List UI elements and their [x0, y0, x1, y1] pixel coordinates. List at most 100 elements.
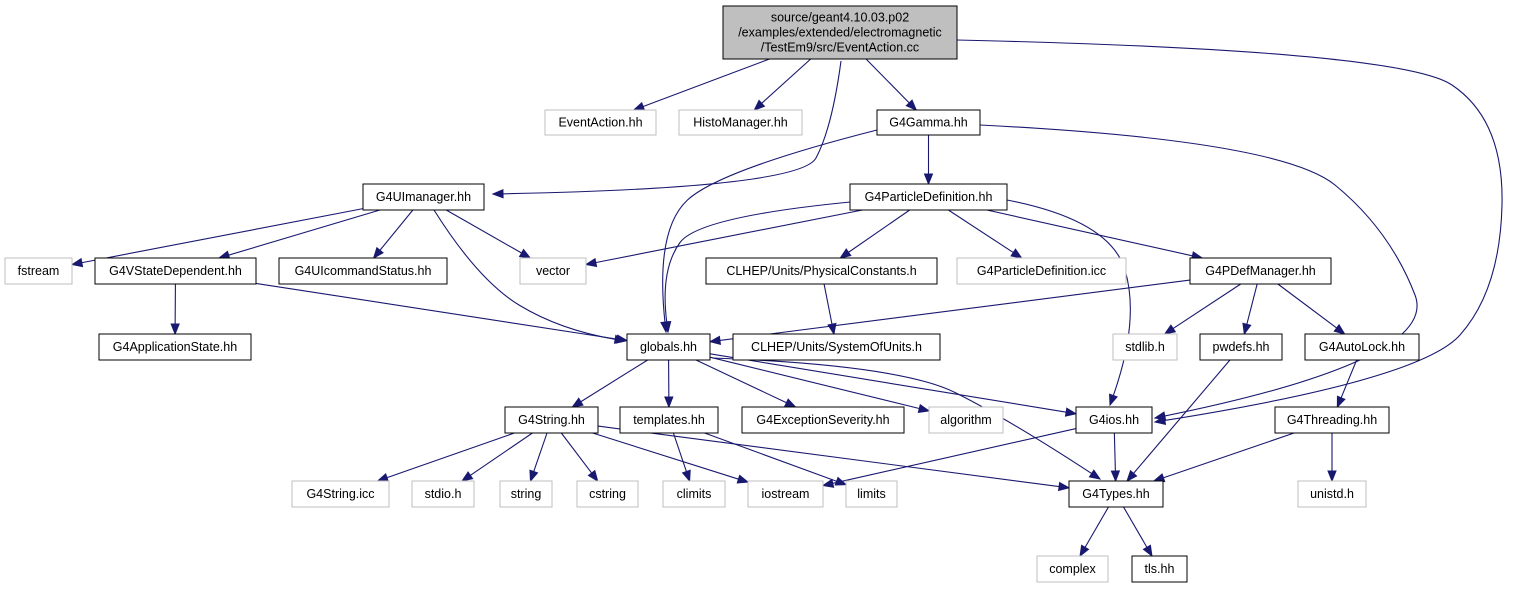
node-globals[interactable]: globals.hh — [626, 333, 711, 361]
node-iostream[interactable]: iostream — [747, 480, 824, 508]
node-root[interactable]: source/geant4.10.03.p02/examples/extende… — [722, 5, 958, 60]
node-complex[interactable]: complex — [1036, 555, 1109, 583]
edge-line — [80, 208, 364, 264]
node-label: G4ParticleDefinition.icc — [977, 264, 1106, 278]
node-g4uimanager[interactable]: G4UImanager.hh — [362, 183, 485, 211]
node-g4threading[interactable]: G4Threading.hh — [1274, 406, 1390, 434]
edge-g4string-to-iostream — [592, 432, 750, 484]
node-histomanager[interactable]: HistoManager.hh — [678, 109, 803, 136]
edge-g4threading-to-g4types — [1152, 432, 1295, 483]
edge-line — [672, 432, 688, 473]
node-g4pdicc[interactable]: G4ParticleDefinition.icc — [956, 257, 1127, 285]
node-g4uicmdstatus[interactable]: G4UIcommandStatus.hh — [278, 257, 448, 285]
node-box — [1189, 257, 1332, 285]
edge-pwdefs-to-g4types — [1126, 359, 1231, 483]
node-box — [662, 480, 726, 508]
node-stdlib[interactable]: stdlib.h — [1112, 333, 1178, 361]
edge-g4uimanager-to-fstream — [70, 208, 364, 268]
edge-arrowhead — [1336, 395, 1346, 409]
node-climits[interactable]: climits — [662, 480, 726, 508]
node-vector[interactable]: vector — [519, 257, 587, 285]
node-string[interactable]: string — [499, 480, 553, 508]
edge-line — [1246, 283, 1258, 326]
edge-arrowhead — [632, 101, 646, 111]
node-box — [278, 257, 448, 285]
node-tls[interactable]: tls.hh — [1131, 555, 1188, 583]
node-fstream[interactable]: fstream — [4, 257, 73, 285]
node-g4stringicc[interactable]: G4String.icc — [291, 480, 390, 508]
edge-arrowhead — [783, 398, 797, 408]
node-eventaction[interactable]: EventAction.hh — [544, 109, 657, 136]
node-algorithm[interactable]: algorithm — [928, 406, 1004, 434]
node-sysunits[interactable]: CLHEP/Units/SystemOfUnits.h — [732, 333, 941, 361]
edge-root-to-g4uimanager — [491, 60, 842, 199]
edge-line — [532, 432, 548, 473]
edge-globals-to-g4ios — [709, 353, 1078, 417]
node-g4gamma[interactable]: G4Gamma.hh — [876, 109, 981, 136]
node-g4particledef[interactable]: G4ParticleDefinition.hh — [849, 183, 1008, 211]
node-g4pdefmgr[interactable]: G4PDefManager.hh — [1189, 257, 1332, 285]
node-box — [94, 257, 257, 285]
node-limits[interactable]: limits — [845, 480, 898, 508]
edge-g4vstatedep-to-g4appstate — [170, 283, 180, 336]
node-layer: source/geant4.10.03.p02/examples/extende… — [4, 5, 1420, 583]
node-label: G4Types.hh — [1082, 487, 1149, 501]
node-g4string[interactable]: G4String.hh — [504, 406, 599, 434]
edge-line — [948, 209, 1015, 254]
node-g4excsev[interactable]: G4ExceptionSeverity.hh — [741, 406, 905, 434]
edge-arrowhead — [708, 335, 722, 346]
edge-line — [711, 357, 1093, 475]
edge-arrowhead — [917, 403, 931, 414]
edge-arrowhead — [1079, 544, 1090, 558]
edge-arrowhead — [1057, 481, 1071, 492]
node-templates[interactable]: templates.hh — [619, 406, 719, 434]
edge-line — [956, 39, 1503, 422]
node-box — [705, 257, 938, 285]
node-label: stdlib.h — [1125, 340, 1165, 354]
node-label: string — [511, 487, 542, 501]
node-physconst[interactable]: CLHEP/Units/PhysicalConstants.h — [705, 257, 938, 285]
edge-line — [1006, 199, 1131, 397]
node-box — [98, 333, 252, 361]
edge-line — [445, 209, 523, 255]
node-g4ios[interactable]: G4ios.hh — [1075, 406, 1153, 434]
node-label: HistoManager.hh — [693, 116, 788, 130]
edge-arrowhead — [1126, 469, 1138, 483]
node-label: G4Gamma.hh — [889, 116, 968, 130]
edge-arrowhead — [571, 397, 584, 408]
edge-arrowhead — [1152, 473, 1166, 483]
edge-line — [1113, 432, 1116, 473]
node-box — [504, 406, 599, 434]
node-label: G4ExceptionSeverity.hh — [756, 413, 889, 427]
edge-g4ios-to-iostream — [821, 428, 1077, 488]
edge-arrowhead — [1163, 324, 1177, 335]
node-pwdefs[interactable]: pwdefs.hh — [1199, 333, 1283, 361]
edge-line — [385, 432, 515, 479]
node-stdio[interactable]: stdio.h — [411, 480, 475, 508]
edge-arrowhead — [664, 396, 674, 409]
node-g4autolock[interactable]: G4AutoLock.hh — [1304, 333, 1420, 361]
node-label: G4ParticleDefinition.hh — [865, 190, 993, 204]
node-g4appstate[interactable]: G4ApplicationState.hh — [98, 333, 252, 361]
edge-arrowhead — [821, 478, 835, 488]
edge-arrowhead — [1242, 322, 1252, 336]
edge-arrowhead — [661, 320, 672, 334]
node-label: G4ApplicationState.hh — [113, 340, 237, 354]
node-label: EventAction.hh — [558, 116, 642, 130]
node-label: CLHEP/Units/PhysicalConstants.h — [726, 264, 916, 278]
edge-g4string-to-stdio — [460, 432, 533, 482]
edge-line — [709, 356, 921, 410]
node-g4types[interactable]: G4Types.hh — [1068, 480, 1164, 508]
edge-line — [560, 432, 593, 475]
node-unistd[interactable]: unistd.h — [1297, 480, 1367, 508]
edge-g4threading-to-unistd — [1327, 433, 1337, 483]
edge-arrowhead — [1064, 407, 1078, 417]
node-g4vstatedep[interactable]: G4VStateDependent.hh — [94, 257, 257, 285]
node-label: CLHEP/Units/SystemOfUnits.h — [751, 340, 922, 354]
node-label: G4PDefManager.hh — [1205, 264, 1316, 278]
node-box — [411, 480, 475, 508]
node-box — [626, 333, 711, 361]
edge-line — [1171, 283, 1242, 330]
node-box — [544, 109, 657, 136]
node-cstring[interactable]: cstring — [576, 480, 639, 508]
